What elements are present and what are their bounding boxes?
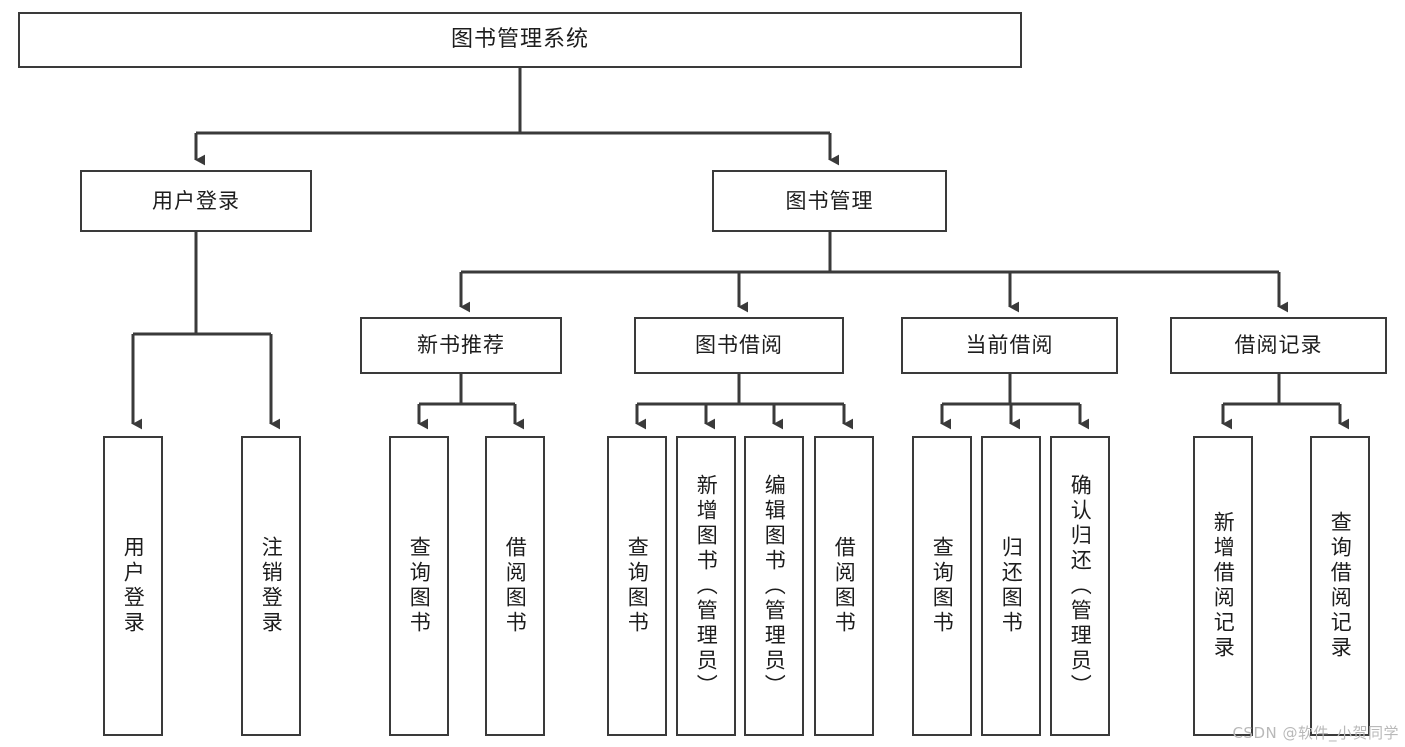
leaf-borrow-book[interactable]: 借阅图书 [814, 436, 874, 736]
node-label: 查询图书 [625, 536, 650, 636]
node-label: 用户登录 [152, 188, 240, 213]
node-label: 新书推荐 [417, 333, 505, 358]
node-new-book-recommend[interactable]: 新书推荐 [360, 317, 562, 374]
node-label: 图书管理系统 [450, 27, 589, 53]
leaf-confirm-return-admin[interactable]: 确认归还（管理员） [1050, 436, 1110, 736]
leaf-query-borrow-record[interactable]: 查询借阅记录 [1310, 436, 1370, 736]
watermark: CSDN @软件_小贺同学 [1232, 724, 1399, 742]
leaf-logout[interactable]: 注销登录 [241, 436, 301, 736]
node-label: 确认归还（管理员） [1068, 473, 1093, 699]
leaf-query-book-borrow[interactable]: 查询图书 [607, 436, 667, 736]
leaf-edit-book-admin[interactable]: 编辑图书（管理员） [744, 436, 804, 736]
node-label: 编辑图书（管理员） [762, 473, 787, 699]
node-label: 新增借阅记录 [1211, 511, 1236, 661]
leaf-user-login[interactable]: 用户登录 [103, 436, 163, 736]
node-label: 注销登录 [259, 536, 284, 636]
node-label: 新增图书（管理员） [694, 473, 719, 699]
leaf-borrow-book-recommend[interactable]: 借阅图书 [485, 436, 545, 736]
node-label: 用户登录 [121, 536, 146, 636]
node-user-login[interactable]: 用户登录 [80, 170, 312, 232]
node-book-management[interactable]: 图书管理 [712, 170, 947, 232]
node-label: 归还图书 [999, 536, 1024, 636]
node-borrow-record[interactable]: 借阅记录 [1170, 317, 1387, 374]
leaf-query-book-current[interactable]: 查询图书 [912, 436, 972, 736]
node-label: 查询图书 [407, 536, 432, 636]
leaf-query-book-recommend[interactable]: 查询图书 [389, 436, 449, 736]
node-current-borrow[interactable]: 当前借阅 [901, 317, 1118, 374]
node-label: 借阅图书 [503, 536, 528, 636]
node-root-system[interactable]: 图书管理系统 [18, 12, 1022, 68]
node-label: 图书借阅 [695, 333, 783, 358]
node-label: 查询图书 [930, 536, 955, 636]
node-label: 查询借阅记录 [1328, 511, 1353, 661]
leaf-add-book-admin[interactable]: 新增图书（管理员） [676, 436, 736, 736]
node-label: 借阅记录 [1234, 333, 1323, 358]
leaf-add-borrow-record[interactable]: 新增借阅记录 [1193, 436, 1253, 736]
node-label: 图书管理 [785, 188, 874, 213]
node-book-borrow[interactable]: 图书借阅 [634, 317, 844, 374]
leaf-return-book[interactable]: 归还图书 [981, 436, 1041, 736]
node-label: 借阅图书 [832, 536, 857, 636]
node-label: 当前借阅 [965, 333, 1054, 358]
